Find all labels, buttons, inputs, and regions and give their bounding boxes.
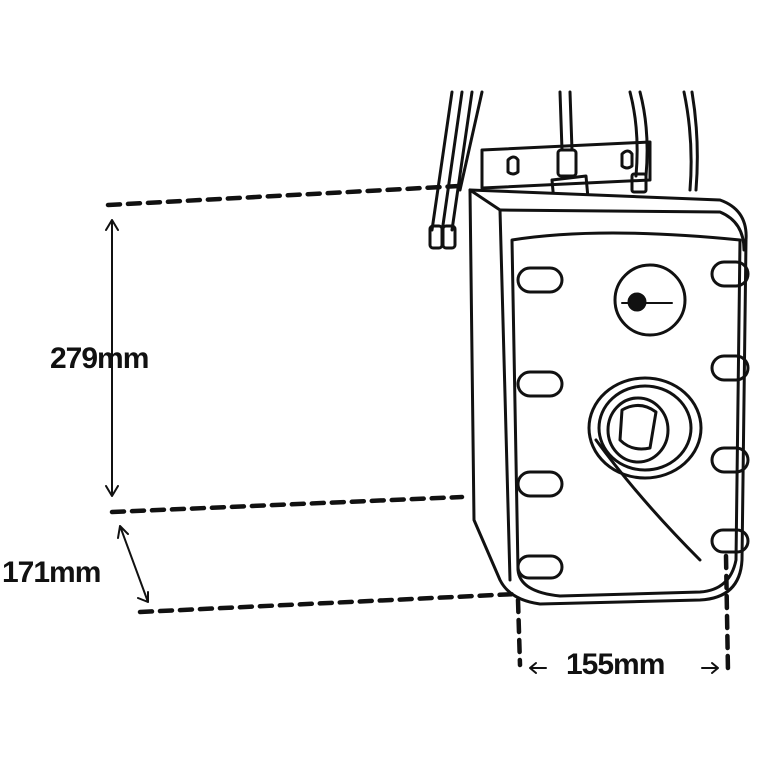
- tank-body: [468, 188, 748, 606]
- height-dimension-label: 279mm: [50, 342, 149, 375]
- mounting-bracket: [480, 140, 652, 190]
- dimension-lines: [105, 183, 731, 675]
- depth-dimension-label: 171mm: [2, 556, 101, 589]
- tank-ribs: [516, 260, 750, 580]
- brand-logo: [613, 263, 687, 337]
- left-pipes: [428, 90, 484, 250]
- dimension-arrows: [105, 219, 719, 674]
- width-dimension-label: 155mm: [566, 648, 665, 681]
- temperature-dial: [587, 376, 703, 480]
